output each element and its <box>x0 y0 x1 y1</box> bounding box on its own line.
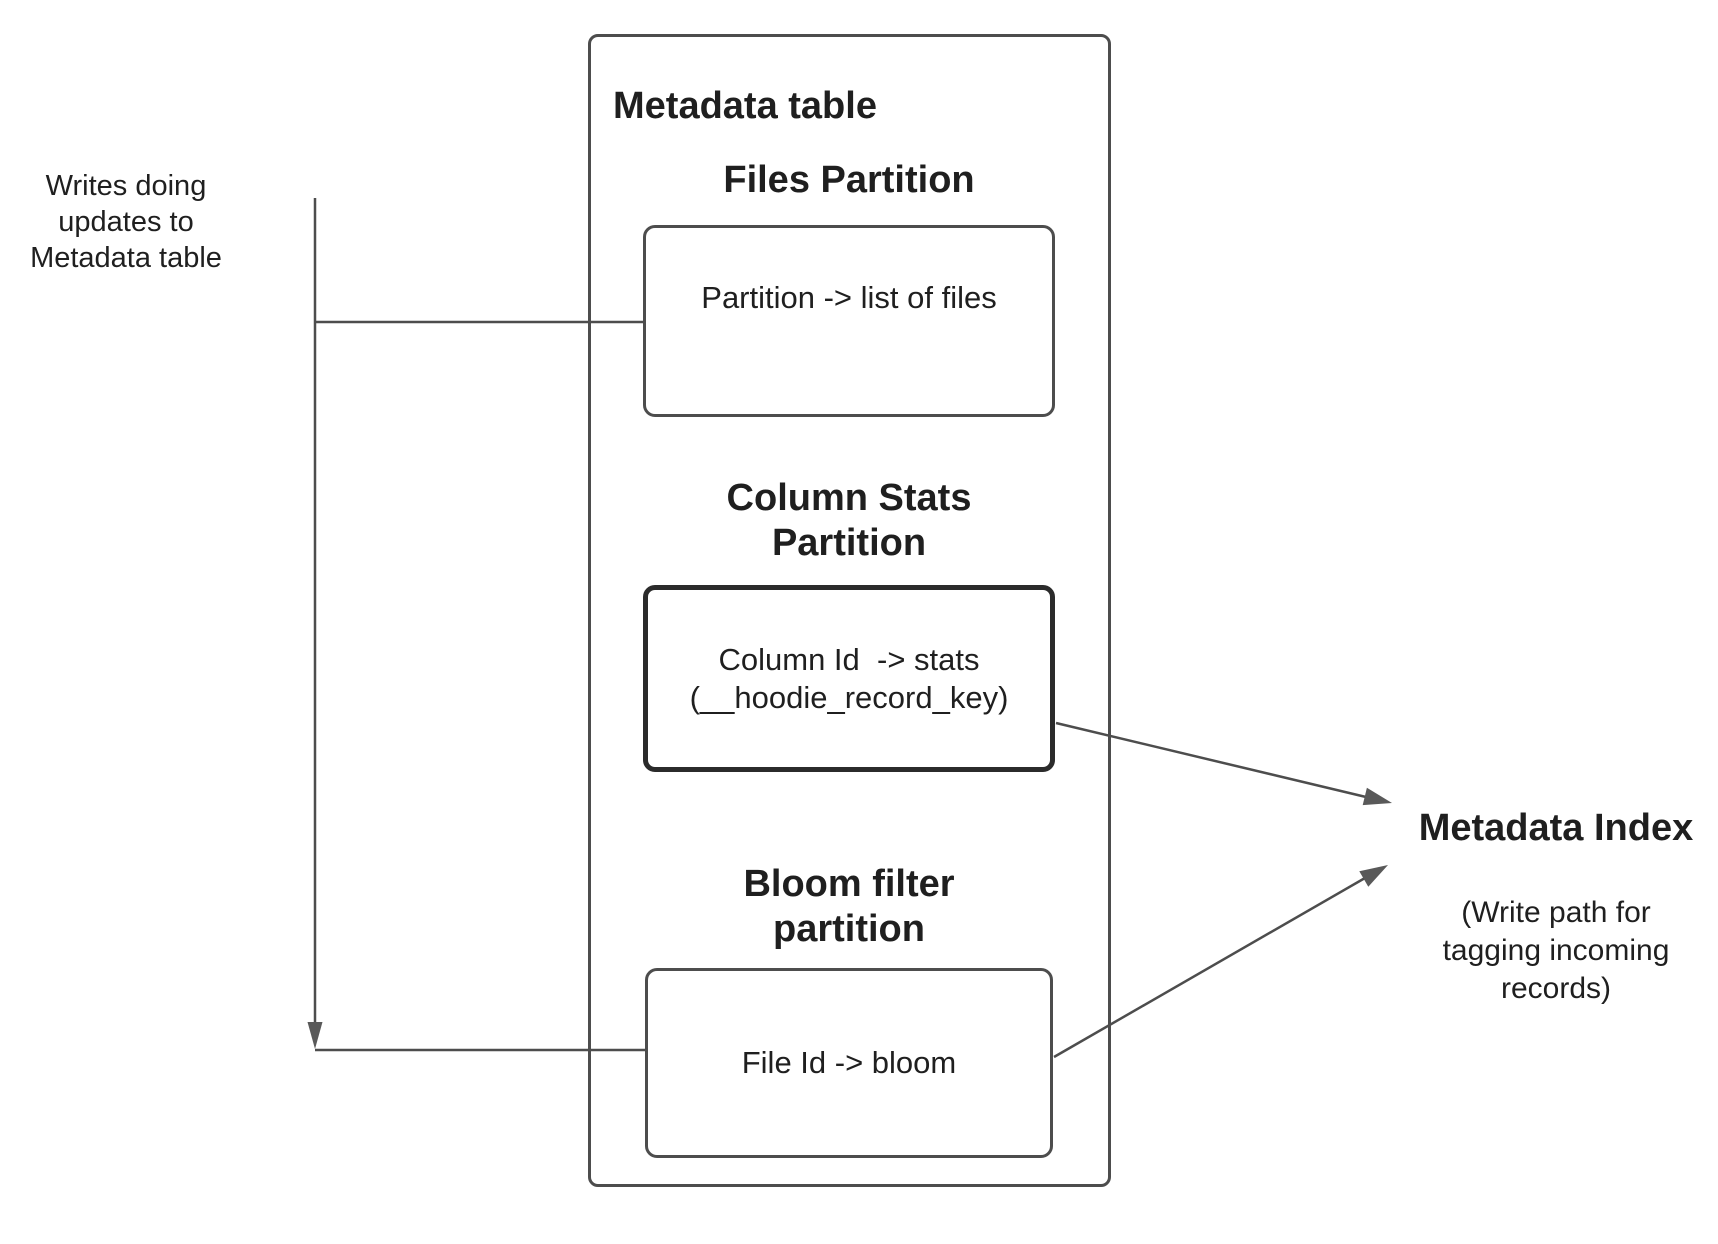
bloom-to-index-arrow-head <box>1359 865 1388 887</box>
heading-line: Partition <box>771 522 927 564</box>
column-stats-box-text-line: Column Id -> stats <box>718 641 980 677</box>
note-line: Metadata table <box>30 242 222 274</box>
files-partition-box-text: Partition -> list of files <box>701 280 997 315</box>
heading-line: partition <box>773 908 925 950</box>
metadata-index-title: Metadata Index <box>1418 807 1694 849</box>
note-line: updates to <box>58 206 194 238</box>
files-partition-heading: Files Partition <box>723 159 975 201</box>
bloom-filter-partition-heading: Bloom filter partition <box>643 862 1055 952</box>
files-partition-box: Partition -> list of files <box>643 225 1055 417</box>
metadata-index-subtitle: (Write path for tagging incoming records… <box>1376 894 1718 1008</box>
column-stats-partition-heading: Column Stats Partition <box>643 476 1055 566</box>
bloom-filter-box-text: File Id -> bloom <box>741 1045 957 1080</box>
writes-updates-note: Writes doing updates to Metadata table <box>0 168 252 276</box>
subtitle-line: records) <box>1500 972 1612 1005</box>
metadata-table-title: Metadata table <box>613 85 877 127</box>
writes-arrow-down-head <box>307 1022 323 1049</box>
note-line: Writes doing <box>45 170 207 202</box>
subtitle-line: tagging incoming <box>1442 934 1670 967</box>
column-stats-box-text-line: (__hoodie_record_key) <box>689 679 1009 715</box>
bloom-filter-partition-box: File Id -> bloom <box>645 968 1053 1158</box>
column-stats-partition-box: Column Id -> stats (__hoodie_record_key) <box>643 585 1055 772</box>
heading-line: Bloom filter <box>743 863 955 905</box>
column-stats-to-index-arrow-head <box>1362 787 1392 806</box>
subtitle-line: (Write path for <box>1461 896 1651 929</box>
heading-line: Column Stats <box>726 477 972 519</box>
